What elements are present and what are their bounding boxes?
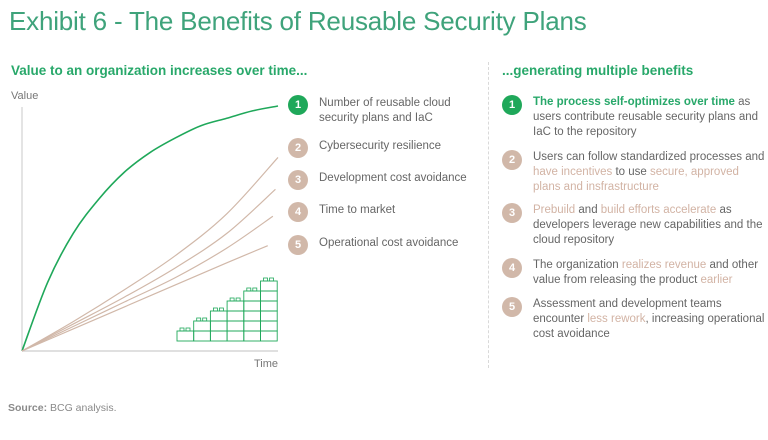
benefit-item-3: 3 Prebuild and build efforts accelerate a… (502, 203, 768, 248)
benefit-item-1: 1 The process self-optimizes over time as… (502, 95, 768, 140)
block (226, 310, 245, 322)
source-label: Source: (8, 402, 48, 414)
series-line-2 (21, 157, 279, 352)
block (260, 280, 278, 292)
series-line-3 (21, 188, 276, 352)
body-text: as developers leverage new capabilities … (533, 204, 763, 246)
benefit-item-2: 2 Users can follow standardized processes… (502, 150, 768, 195)
highlight-text: build efforts accelerate (600, 204, 717, 216)
body-text: , increasing operational cost avoidance (533, 313, 765, 340)
block (243, 300, 261, 312)
benefit-text: Users can follow standardized processes … (533, 150, 768, 195)
highlight-text: secure, approved plans and insfrastructu… (533, 166, 739, 193)
benefit-item-4: 4 The organization realizes revenue and o… (502, 258, 768, 288)
legend-item-4: 4 Time to market (288, 202, 469, 222)
block-stud (263, 277, 268, 282)
legend-label: Development cost avoidance (319, 172, 467, 184)
stacked-blocks-illustration (176, 277, 278, 342)
x-axis-label: Time (254, 358, 278, 370)
block (243, 290, 261, 302)
left-heading: Value to an organization increases over … (11, 63, 308, 78)
legend-label: Cybersecurity resilience (319, 140, 442, 152)
y-axis-label: Value (11, 90, 38, 102)
exhibit-title: Exhibit 6 - The Benefits of Reusable Sec… (9, 6, 587, 36)
block-stud (196, 317, 202, 322)
block (193, 330, 211, 342)
benefit-text: Prebuild and build efforts accelerate as… (533, 203, 768, 248)
block (209, 310, 228, 322)
block-stud (235, 297, 241, 302)
number-badge: 2 (502, 150, 522, 170)
block (260, 320, 278, 332)
number-badge: 4 (288, 202, 308, 222)
block-stud (269, 277, 274, 282)
number-badge: 4 (502, 258, 522, 278)
block (209, 330, 228, 342)
legend-item-2: 2 Cybersecurity resilience (288, 138, 469, 158)
right-heading: ...generating multiple benefits (502, 63, 694, 78)
block-stud (246, 287, 252, 292)
value-over-time-chart: Value Time (11, 90, 279, 370)
highlight-text: less rework (587, 313, 646, 325)
benefit-item-5: 5 Assessment and development teams encoun… (502, 297, 768, 342)
series-line-1 (21, 105, 279, 352)
highlight-text: have incentives (533, 166, 613, 178)
block-stud (179, 327, 185, 332)
series-line-4 (21, 215, 274, 352)
body-text: Assessment and development teams encount… (533, 298, 722, 325)
block (260, 330, 278, 342)
legend-item-5: 5 Operational cost avoidance (288, 235, 469, 255)
block (176, 330, 195, 342)
block-stud (252, 287, 258, 292)
source-note: Source: BCG analysis. (8, 402, 117, 414)
block (243, 310, 261, 322)
body-text: Users can follow standardized processes … (533, 151, 765, 163)
body-text: to use (612, 166, 650, 178)
block-stud (218, 307, 224, 312)
highlight-text: earlier (700, 274, 733, 286)
highlight-text: Prebuild (533, 204, 576, 216)
source-text: BCG analysis. (47, 402, 117, 414)
block (226, 300, 245, 312)
highlight-text: The process self-optimizes over time (533, 96, 735, 108)
benefit-text: The organization realizes revenue and ot… (533, 258, 768, 288)
block (209, 320, 228, 332)
block (243, 320, 261, 332)
number-badge: 5 (288, 235, 308, 255)
body-text: and other value from releasing the produ… (533, 259, 759, 286)
section-divider (488, 62, 489, 368)
series-line-5 (21, 245, 268, 352)
block-stud (229, 297, 235, 302)
number-badge: 3 (288, 170, 308, 190)
legend-label: Time to market (319, 204, 396, 216)
number-badge: 3 (502, 203, 522, 223)
body-text: and (575, 204, 601, 216)
legend-label: Operational cost avoidance (319, 237, 459, 249)
number-badge: 1 (288, 95, 308, 115)
legend-item-1: 1 Number of reusable cloud security plans… (288, 95, 469, 126)
number-badge: 1 (502, 95, 522, 115)
block (260, 290, 278, 302)
block (243, 330, 261, 342)
body-text: The organization (533, 259, 622, 271)
benefit-text: Assessment and development teams encount… (533, 297, 768, 342)
legend-label: Number of reusable cloud security plans … (319, 97, 451, 124)
block (226, 320, 245, 332)
block (260, 310, 278, 322)
legend-item-3: 3 Development cost avoidance (288, 170, 469, 190)
series-lines (21, 105, 279, 352)
block-stud (212, 307, 218, 312)
highlight-text: realizes revenue (621, 259, 707, 271)
block (260, 300, 278, 312)
block-stud (185, 327, 191, 332)
block-stud (202, 317, 208, 322)
number-badge: 5 (502, 297, 522, 317)
body-text: as users contribute reusable security pl… (533, 96, 759, 138)
benefit-text: The process self-optimizes over time as … (533, 95, 768, 140)
number-badge: 2 (288, 138, 308, 158)
block (226, 330, 245, 342)
block (193, 320, 211, 332)
